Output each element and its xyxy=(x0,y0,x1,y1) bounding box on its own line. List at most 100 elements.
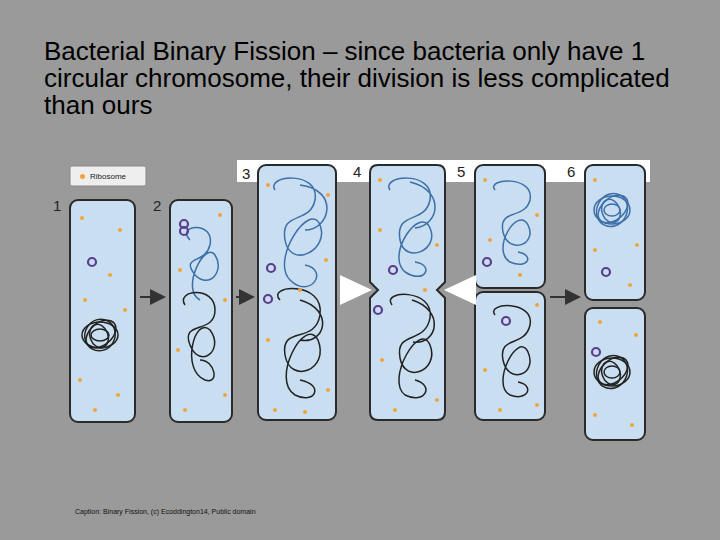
ribosome xyxy=(223,393,227,397)
ribosome xyxy=(423,288,427,292)
ribosomes xyxy=(78,178,639,427)
chromosome-black xyxy=(494,306,531,397)
ribosome xyxy=(266,338,270,342)
chromosome-tangle xyxy=(79,314,121,357)
cell-5-top xyxy=(475,165,545,288)
chromosome-black xyxy=(183,293,215,381)
ribosome xyxy=(93,408,97,412)
loop xyxy=(598,359,623,388)
ribosome xyxy=(598,320,602,324)
legend-box xyxy=(70,166,146,186)
ribosome xyxy=(488,238,492,242)
ribosome xyxy=(326,193,330,197)
chromosome-blue xyxy=(187,228,219,301)
ribosome xyxy=(483,178,487,182)
step-number: 1 xyxy=(53,198,61,214)
chromosome-blue xyxy=(274,178,327,287)
ribosome xyxy=(218,213,222,217)
plasmid xyxy=(483,258,491,266)
plasmid xyxy=(264,295,272,303)
ribosome xyxy=(326,388,330,392)
cell-6-bottom xyxy=(585,308,645,440)
ribosome xyxy=(628,283,632,287)
cell-5-bottom xyxy=(475,292,545,420)
ribosome xyxy=(634,333,638,337)
ribosome xyxy=(324,258,328,262)
step-arrows xyxy=(140,296,579,298)
chromosome-black xyxy=(390,294,434,397)
ribosome xyxy=(393,408,397,412)
ribosome xyxy=(183,408,187,412)
ribosome xyxy=(223,298,227,302)
ribosome xyxy=(178,268,182,272)
ribosome xyxy=(635,243,639,247)
ribosome xyxy=(593,413,597,417)
chromosome-black xyxy=(278,289,323,398)
ribosome xyxy=(176,348,180,352)
cell-6-top xyxy=(585,165,645,300)
ribosome xyxy=(535,303,539,307)
ribosome xyxy=(83,298,87,302)
ribosome xyxy=(535,403,539,407)
pinch-arrow xyxy=(444,275,476,305)
step-number: 4 xyxy=(353,164,361,180)
step-number: 2 xyxy=(153,198,161,214)
ribosome xyxy=(303,410,307,414)
chromosome-blue xyxy=(494,181,531,264)
loop xyxy=(79,314,121,357)
plasmids xyxy=(88,220,610,356)
step-number: 5 xyxy=(457,164,465,180)
loop xyxy=(604,366,620,378)
ribosome xyxy=(266,183,270,187)
cell-walls xyxy=(70,165,645,440)
ribosome xyxy=(80,216,84,220)
ribosome xyxy=(118,228,122,232)
plasmid xyxy=(88,258,96,266)
plasmid xyxy=(389,266,397,274)
ribosome xyxy=(593,178,597,182)
plasmid xyxy=(374,306,382,314)
ribosome xyxy=(593,248,597,252)
loop xyxy=(591,188,634,232)
plasmid xyxy=(602,268,610,276)
chromosomes xyxy=(79,178,633,398)
step-number: 3 xyxy=(242,166,250,182)
plasmid xyxy=(180,227,188,235)
loop xyxy=(91,329,109,341)
cell-4 xyxy=(370,165,445,420)
step-arrow xyxy=(140,296,164,298)
ribosome xyxy=(483,368,487,372)
loop xyxy=(598,197,623,226)
ribosome xyxy=(298,288,302,292)
ribosome xyxy=(108,273,112,277)
ribosome xyxy=(378,228,382,232)
loop xyxy=(604,204,620,216)
ribosome xyxy=(78,378,82,382)
ribosome xyxy=(116,393,120,397)
chromosome-tangle xyxy=(591,188,634,232)
legend-swatch xyxy=(80,174,85,179)
image-caption: Caption: Binary Fission, (c) Ecoddington… xyxy=(75,508,256,515)
ribosome xyxy=(273,408,277,412)
cell-3 xyxy=(258,165,336,420)
loop xyxy=(593,352,633,391)
cell-1 xyxy=(70,200,135,422)
chromosome-blue xyxy=(389,178,435,276)
pinch-arrow xyxy=(340,275,372,305)
plasmid xyxy=(592,348,600,356)
step-arrow xyxy=(550,296,579,298)
legend-text: Ribosome xyxy=(90,172,126,181)
loop xyxy=(86,322,111,351)
ribosome xyxy=(535,213,539,217)
ribosome xyxy=(123,308,127,312)
cell-2 xyxy=(170,200,232,422)
loop xyxy=(81,315,121,354)
plasmid xyxy=(502,317,510,325)
step-arrow xyxy=(236,296,253,298)
step-number: 6 xyxy=(567,164,575,180)
plasmid xyxy=(267,264,275,272)
ribosome xyxy=(498,408,502,412)
ribosome xyxy=(435,398,439,402)
ribosome xyxy=(378,178,382,182)
ribosome xyxy=(630,423,634,427)
